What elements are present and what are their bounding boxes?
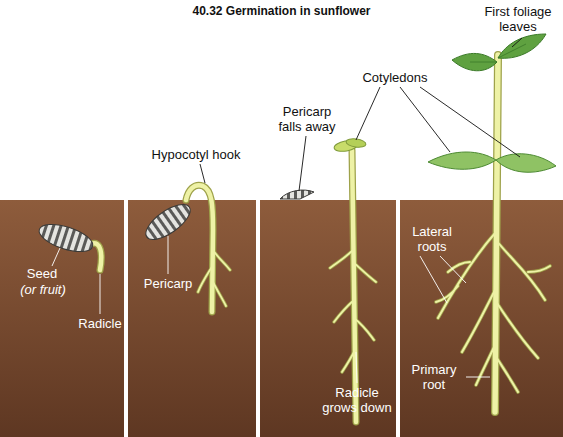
cotyledon (496, 154, 556, 173)
part-label: First foliage leaves (477, 4, 559, 34)
seedling-body (91, 55, 550, 422)
figure-title: 40.32 Germination in sunflower (0, 4, 563, 18)
part-label: Hypocotyl hook (140, 147, 252, 162)
part-label: Pericarp (136, 276, 200, 291)
leaf-vein (470, 44, 526, 62)
seedling-outline (91, 55, 550, 422)
part-label: Radicle grows down (318, 385, 396, 415)
fallen-pericarp (280, 190, 314, 199)
part-label: (or fruit) (8, 282, 78, 297)
part-label: Lateral roots (400, 224, 464, 254)
part-label: Primary root (402, 362, 466, 392)
cotyledon (428, 152, 496, 169)
part-label: Cotyledons (348, 70, 442, 85)
seed (36, 219, 96, 257)
leader-lines (200, 38, 522, 191)
part-label: Pericarp falls away (270, 104, 344, 134)
part-label: Radicle (74, 316, 126, 331)
soil-panel (260, 200, 396, 437)
leader-lines (52, 236, 490, 383)
part-label: Seed (12, 266, 72, 281)
soil-panel (400, 200, 563, 437)
